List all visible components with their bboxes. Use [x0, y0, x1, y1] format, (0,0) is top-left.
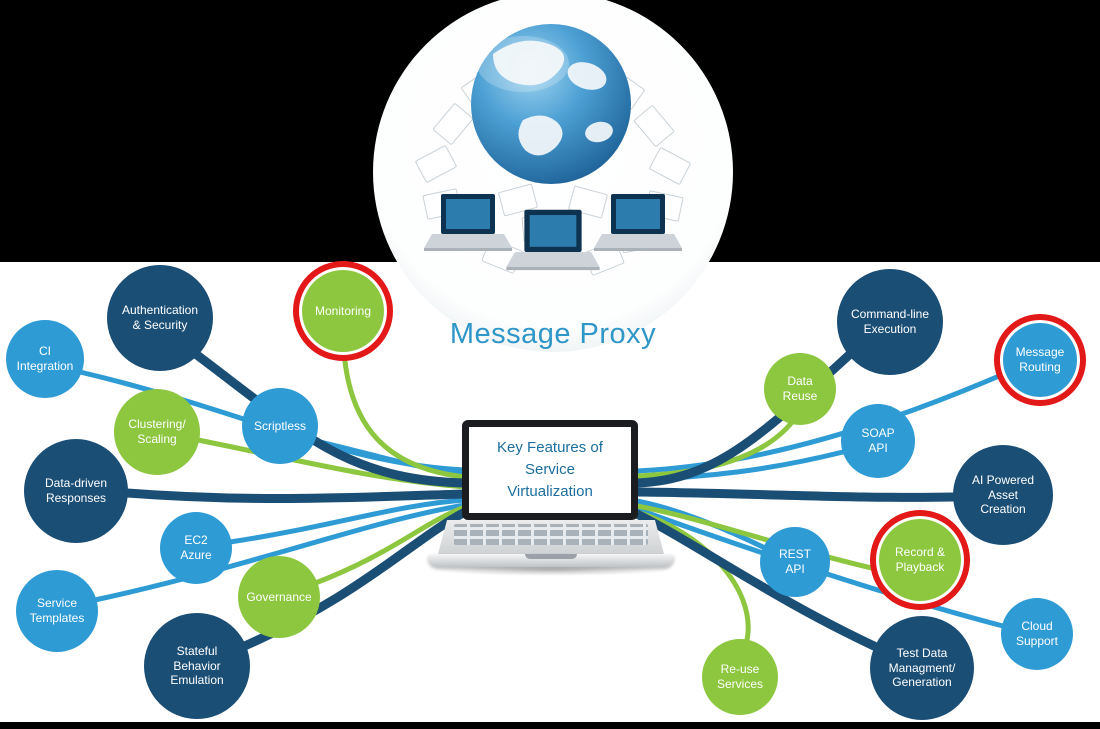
wire-record-playback	[634, 503, 883, 573]
diagram-title: Key Features of Service Virtualization	[497, 439, 603, 500]
node-message-routing: Message Routing	[1003, 323, 1077, 397]
wire-test-data-management	[632, 509, 879, 651]
node-service-templates: Service Templates	[16, 570, 98, 652]
hero-photo	[373, 0, 733, 352]
center-laptop-base	[428, 554, 674, 567]
node-scriptless: Scriptless	[242, 388, 318, 464]
wire-authentication-security	[188, 347, 470, 488]
node-monitoring: Monitoring	[302, 270, 384, 352]
node-command-line-execution: Command-line Execution	[837, 269, 943, 375]
center-laptop-keyboard	[438, 520, 664, 554]
node-data-driven-responses: Data-driven Responses	[24, 439, 128, 543]
globe-icon	[471, 24, 631, 184]
wire-scriptless	[309, 437, 468, 477]
node-record-playback: Record & Playback	[879, 519, 961, 601]
wire-monitoring	[341, 349, 468, 480]
keyboard-keys-icon	[454, 524, 648, 545]
wire-data-driven-responses	[122, 488, 470, 504]
node-ec2-azure: EC2 Azure	[160, 512, 232, 584]
center-laptop-notch	[525, 554, 577, 559]
hero-caption: Message Proxy	[449, 318, 657, 350]
node-rest-api: REST API	[760, 527, 830, 597]
node-governance: Governance	[238, 556, 320, 638]
node-ci-integration: CI Integration	[6, 320, 84, 398]
bottom-black-band	[0, 722, 1100, 729]
node-stateful-behavior-emulation: Stateful Behavior Emulation	[144, 613, 250, 719]
node-test-data-management-generation: Test Data Managment/ Generation	[870, 616, 974, 720]
wire-service-templates	[92, 502, 468, 603]
laptop-row-icon	[424, 194, 682, 271]
laptop-shadow	[430, 564, 672, 576]
node-soap-api: SOAP API	[841, 404, 915, 478]
wire-data-reuse	[634, 418, 796, 479]
wire-governance	[310, 504, 468, 587]
wire-message-routing	[634, 370, 1009, 474]
node-cloud-support: Cloud Support	[1001, 598, 1073, 670]
wire-ec2-azure	[227, 497, 468, 545]
node-authentication-security: Authentication & Security	[107, 265, 213, 371]
node-reuse-services: Re-use Services	[702, 639, 778, 715]
center-laptop-screen: Key Features of Service Virtualization	[462, 420, 638, 520]
node-clustering-scaling: Clustering/ Scaling	[114, 389, 200, 475]
node-ai-powered-asset-creation: AI Powered Asset Creation	[953, 445, 1053, 545]
wire-ai-powered-asset-creation	[632, 487, 958, 502]
node-data-reuse: Data Reuse	[764, 353, 836, 425]
